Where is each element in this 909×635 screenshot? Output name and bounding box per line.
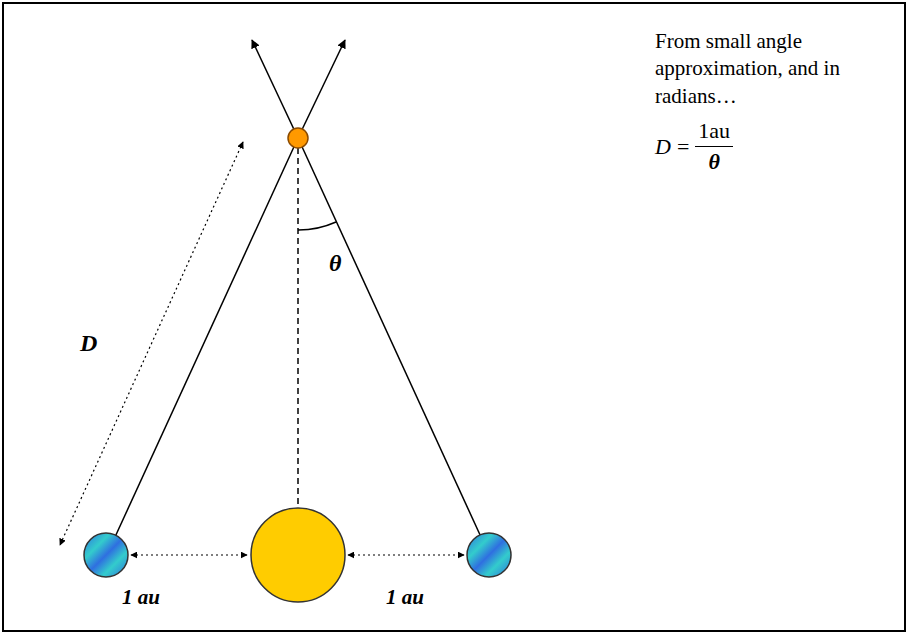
star bbox=[288, 128, 308, 148]
frame bbox=[3, 3, 905, 631]
angle-label: θ bbox=[329, 250, 341, 277]
sight-line-extension bbox=[252, 40, 298, 138]
sun bbox=[251, 508, 345, 602]
fraction-numerator: 1au bbox=[695, 118, 733, 147]
sight-line-extension bbox=[298, 40, 345, 138]
note-text: From small angle approximation, and in r… bbox=[655, 28, 880, 110]
distance-dimension bbox=[60, 142, 243, 545]
au-dimension bbox=[348, 554, 464, 555]
dashed-axis bbox=[297, 148, 299, 506]
au-dimension bbox=[131, 554, 247, 555]
distance-label: D bbox=[80, 330, 97, 357]
formula-equals: = bbox=[677, 134, 689, 160]
formula-symbol: D bbox=[655, 134, 671, 160]
earth bbox=[467, 533, 511, 577]
earth bbox=[84, 533, 128, 577]
fraction: 1au θ bbox=[695, 118, 733, 175]
sight-line bbox=[298, 138, 481, 537]
au-label: 1 au bbox=[122, 585, 160, 610]
angle-arc bbox=[298, 222, 336, 230]
sight-line bbox=[115, 138, 298, 537]
fraction-denominator: θ bbox=[708, 147, 719, 175]
au-label: 1 au bbox=[386, 585, 424, 610]
formula: D = 1au θ bbox=[655, 118, 733, 175]
